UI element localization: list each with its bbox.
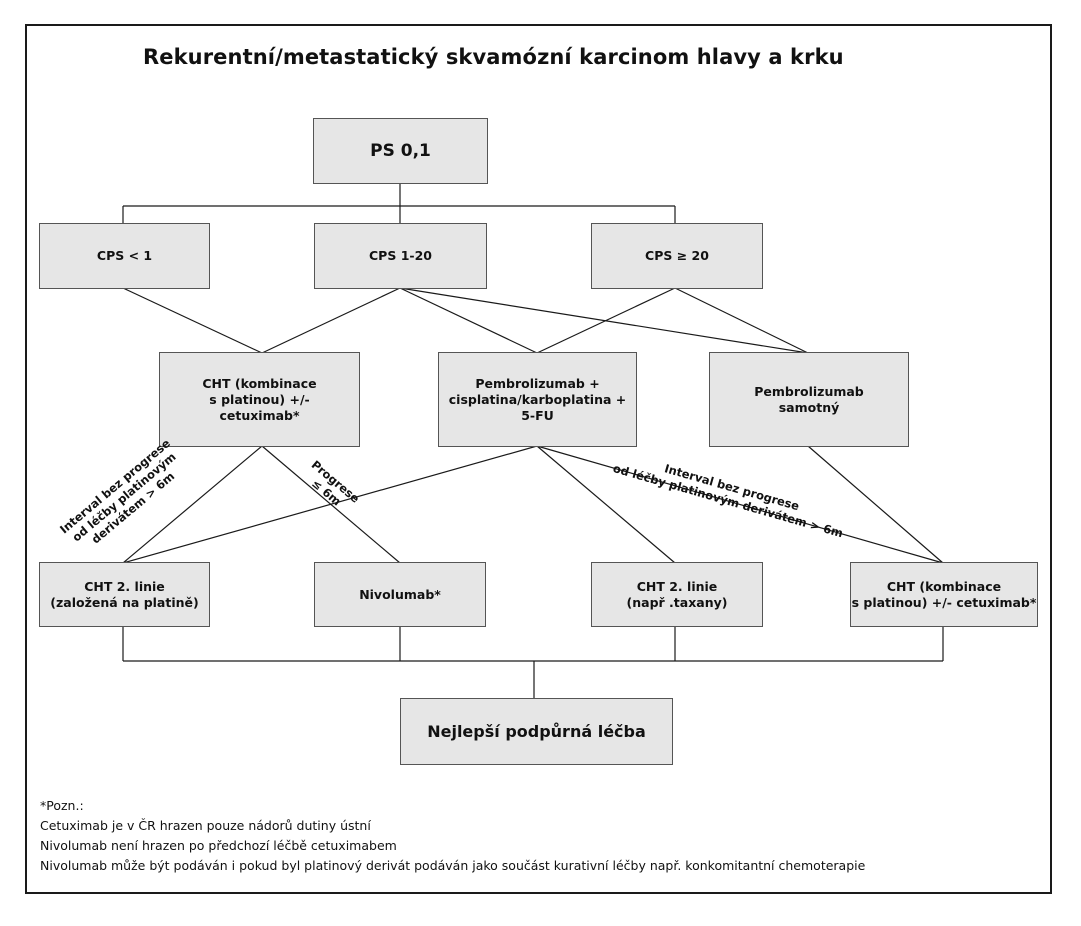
node-ps-label: PS 0,1 — [370, 141, 431, 161]
node-cps-mid: CPS 1-20 — [314, 223, 487, 289]
node-cps-low: CPS < 1 — [39, 223, 210, 289]
node-cps-high-label: CPS ≥ 20 — [645, 248, 709, 263]
node-cht2-taxanes: CHT 2. linie (např .taxany) — [591, 562, 763, 627]
edge-cpsmid-chtcombo — [261, 287, 401, 354]
diagram-title: Rekurentní/metastatický skvamózní karcin… — [143, 45, 844, 69]
edge-chtcombo-cht2platinum — [122, 445, 263, 564]
node-pembro-mono-label: Pembrolizumab samotný — [754, 383, 864, 415]
footnote-heading: *Pozn.: — [40, 798, 84, 813]
node-cht-combo-label: CHT (kombinace s platinou) +/- cetuximab… — [202, 375, 317, 423]
edge-cpsmid-pembrocombo — [399, 287, 538, 354]
node-nivolumab: Nivolumab* — [314, 562, 486, 627]
node-pembro-combo-label: Pembrolizumab + cisplatina/karboplatina … — [448, 375, 627, 423]
node-cht2-platinum: CHT 2. linie (založená na platině) — [39, 562, 210, 627]
node-pembro-mono: Pembrolizumab samotný — [709, 352, 909, 447]
node-cps-high: CPS ≥ 20 — [591, 223, 763, 289]
edge-cpsmid-pembromono — [399, 287, 809, 354]
node-ps: PS 0,1 — [313, 118, 488, 184]
node-best-support-label: Nejlepší podpůrná léčba — [427, 721, 646, 741]
edge-pembrocombo-chtcombosecond — [536, 445, 944, 564]
edge-cpshigh-pembrocombo — [536, 287, 676, 354]
diagram-frame — [25, 24, 1052, 894]
node-cht2-taxanes-label: CHT 2. linie (např .taxany) — [626, 578, 728, 610]
node-cht2-platinum-label: CHT 2. linie (založená na platině) — [50, 578, 199, 610]
edge-pembrocombo-cht2taxanes — [536, 445, 676, 564]
edge-cpslow-chtcombo — [122, 287, 263, 354]
footnote-line: Cetuximab je v ČR hrazen pouze nádorů du… — [40, 818, 371, 833]
edge-cpshigh-pembromono — [674, 287, 809, 354]
node-cps-low-label: CPS < 1 — [96, 248, 153, 263]
footnote-line: Nivolumab může být podáván i pokud byl p… — [40, 858, 866, 873]
edge-pembrocombo-cht2platinum — [122, 445, 538, 564]
footnote-line: Nivolumab není hrazen po předchozí léčbě… — [40, 838, 397, 853]
node-cps-mid-label: CPS 1-20 — [369, 248, 432, 263]
node-pembro-combo: Pembrolizumab + cisplatina/karboplatina … — [438, 352, 637, 447]
node-best-support: Nejlepší podpůrná léčba — [400, 698, 673, 765]
node-cht-combo-second-label: CHT (kombinace s platinou) +/- cetuximab… — [851, 578, 1037, 610]
node-cht-combo-second: CHT (kombinace s platinou) +/- cetuximab… — [850, 562, 1038, 627]
footnotes: *Pozn.: Cetuximab je v ČR hrazen pouze n… — [40, 796, 865, 876]
edge-pembromono-chtcombosecond — [807, 445, 944, 564]
node-nivolumab-label: Nivolumab* — [359, 586, 441, 602]
node-cht-combo: CHT (kombinace s platinou) +/- cetuximab… — [159, 352, 360, 447]
